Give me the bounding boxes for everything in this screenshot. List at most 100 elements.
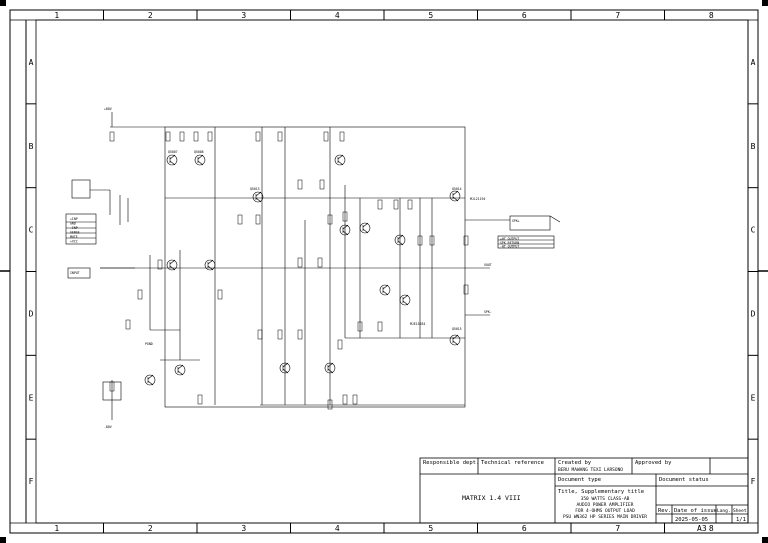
frame-column-label: 8 bbox=[709, 11, 714, 20]
connector-pin-label: +INP bbox=[70, 217, 78, 221]
passive-component bbox=[125, 319, 131, 330]
passive-component bbox=[357, 321, 363, 332]
responsible-dept-label: Responsible dept. bbox=[423, 460, 479, 466]
frame-column-label: 2 bbox=[148, 11, 153, 20]
frame-row-label: E bbox=[751, 393, 756, 402]
q-top-1: Q5007 bbox=[168, 150, 178, 154]
frame-row-label: D bbox=[29, 309, 34, 318]
passive-component bbox=[179, 131, 185, 142]
transistor-symbol bbox=[394, 234, 406, 246]
passive-component bbox=[323, 131, 329, 142]
passive-component bbox=[257, 329, 263, 340]
frame-row-label: B bbox=[751, 142, 756, 151]
approved-by-label: Approved by bbox=[635, 460, 672, 466]
transistor-symbol bbox=[449, 334, 461, 346]
transistor-symbol bbox=[252, 191, 264, 203]
sheet-label: Sheet bbox=[733, 508, 747, 514]
date-label: Date of issue bbox=[674, 508, 717, 514]
transistor-symbol bbox=[204, 259, 216, 271]
title-block bbox=[419, 457, 749, 524]
frame-column-label: 7 bbox=[615, 524, 620, 533]
q-top-out: Q5014 bbox=[452, 187, 462, 191]
passive-component bbox=[197, 394, 203, 405]
passive-component bbox=[377, 321, 383, 332]
transistor-symbol bbox=[279, 362, 291, 374]
passive-component bbox=[297, 329, 303, 340]
corner-mark bbox=[0, 537, 6, 543]
net-spk-neg: SPK- bbox=[484, 310, 492, 314]
project-name: MATRIX 1.4 VIII bbox=[462, 494, 521, 502]
connector-pin-label: -INP bbox=[70, 226, 78, 230]
transistor-symbol bbox=[144, 374, 156, 386]
frame-row-label: C bbox=[751, 226, 756, 235]
title-line-4: PSU WN362 HP SERIES MAIN DRIVER bbox=[563, 514, 647, 520]
connector-pin-label: SPK RETURN bbox=[500, 241, 519, 245]
connector-pin-label: +HT OUTPUT bbox=[500, 237, 519, 241]
schematic-labels: +80V -80V PGND SPK+ VOUT SPK- INPUT MJL2… bbox=[70, 107, 520, 429]
q-top-3: Q5013 bbox=[250, 187, 260, 191]
driver-transistor-label: MJE15034 bbox=[410, 322, 425, 326]
corner-mark bbox=[762, 537, 768, 543]
frame-column-label: 1 bbox=[54, 524, 59, 533]
passive-component bbox=[342, 394, 348, 405]
transistor-symbol bbox=[339, 224, 351, 236]
transistor-symbol bbox=[324, 362, 336, 374]
passive-component bbox=[137, 289, 143, 300]
passive-component bbox=[407, 199, 413, 210]
passive-component bbox=[377, 199, 383, 210]
passive-component bbox=[255, 131, 261, 142]
document-type-label: Document type bbox=[558, 477, 601, 483]
passive-component bbox=[157, 259, 163, 270]
passive-component bbox=[352, 394, 358, 405]
frame-row-label: A bbox=[751, 58, 756, 67]
frame-column-label: 5 bbox=[428, 11, 433, 20]
frame-column-label: 4 bbox=[335, 11, 340, 20]
corner-mark bbox=[0, 0, 6, 6]
title-line-1: 350 WATTS CLASS-AB bbox=[581, 496, 630, 502]
passive-component bbox=[463, 235, 469, 246]
frame-column-label: 8 bbox=[709, 524, 714, 533]
q-bot-out: Q5015 bbox=[452, 327, 462, 331]
connector-pin-label: +VCC bbox=[70, 240, 78, 244]
frame-column-label: 2 bbox=[148, 524, 153, 533]
transistor-symbol bbox=[379, 284, 391, 296]
passive-component bbox=[463, 284, 469, 295]
passive-component bbox=[337, 339, 343, 350]
frame-row-label: F bbox=[751, 477, 756, 486]
frame-row-label: B bbox=[29, 142, 34, 151]
passive-component bbox=[237, 214, 243, 225]
transistor-symbol bbox=[166, 154, 178, 166]
passive-component bbox=[327, 214, 333, 225]
transistor-symbol bbox=[194, 154, 206, 166]
frame-column-label: 1 bbox=[54, 11, 59, 20]
passive-component bbox=[297, 257, 303, 268]
transistor-symbol bbox=[334, 154, 346, 166]
frame-column-label: 5 bbox=[428, 524, 433, 533]
sheet-size: A3 bbox=[697, 524, 707, 533]
frame-column-label: 7 bbox=[615, 11, 620, 20]
passive-component bbox=[297, 179, 303, 190]
passive-component bbox=[342, 211, 348, 222]
frame-column-label: 6 bbox=[522, 524, 527, 533]
passive-component bbox=[255, 214, 261, 225]
passive-component bbox=[393, 199, 399, 210]
drawing-frame bbox=[9, 9, 759, 534]
connector-pin-label: GND bbox=[70, 222, 76, 226]
net-spk-pos: SPK+ bbox=[512, 219, 520, 223]
frame-row-label: A bbox=[29, 58, 34, 67]
transistor-symbol bbox=[166, 259, 178, 271]
sheet-value: 1/1 bbox=[736, 517, 746, 523]
transistor-symbol bbox=[399, 294, 411, 306]
passive-component bbox=[165, 131, 171, 142]
frame-column-label: 4 bbox=[335, 524, 340, 533]
connector-pin-label: SENSE bbox=[70, 231, 80, 235]
frame-row-label: F bbox=[29, 477, 34, 486]
title-block-text: Responsible dept. Technical reference Cr… bbox=[423, 460, 747, 533]
title-label: Title, Supplementary title bbox=[558, 489, 644, 495]
passive-component bbox=[319, 179, 325, 190]
net-vout: VOUT bbox=[484, 263, 492, 267]
passive-component bbox=[327, 399, 333, 410]
passive-component bbox=[339, 131, 345, 142]
transistor-symbol bbox=[449, 190, 461, 202]
